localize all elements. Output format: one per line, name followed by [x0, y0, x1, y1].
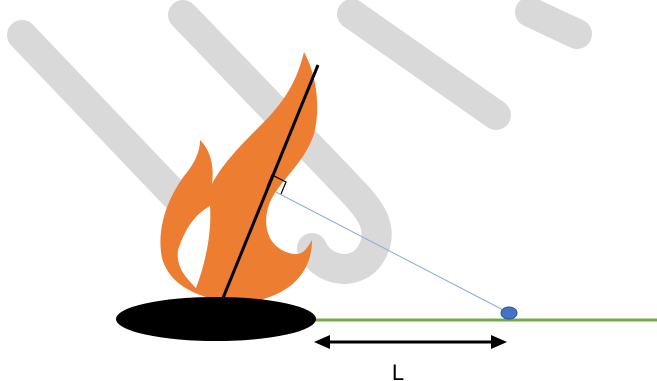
flame-inner-hole: [177, 206, 211, 288]
view-line: [269, 188, 510, 314]
fire-pool: [116, 297, 316, 341]
watermark-hook-stroke: [168, 0, 392, 284]
dimension-arrowhead-left: [314, 335, 330, 349]
target-point-icon: [500, 306, 518, 320]
dimension-arrowhead-right: [491, 335, 507, 349]
distance-dimension: L: [314, 335, 507, 381]
distance-label: L: [392, 360, 404, 381]
watermark-stroke-middle: [337, 0, 511, 130]
watermark-stroke-right: [515, 0, 592, 49]
flame-axis: [221, 64, 320, 299]
right-angle-marker: [266, 174, 287, 195]
